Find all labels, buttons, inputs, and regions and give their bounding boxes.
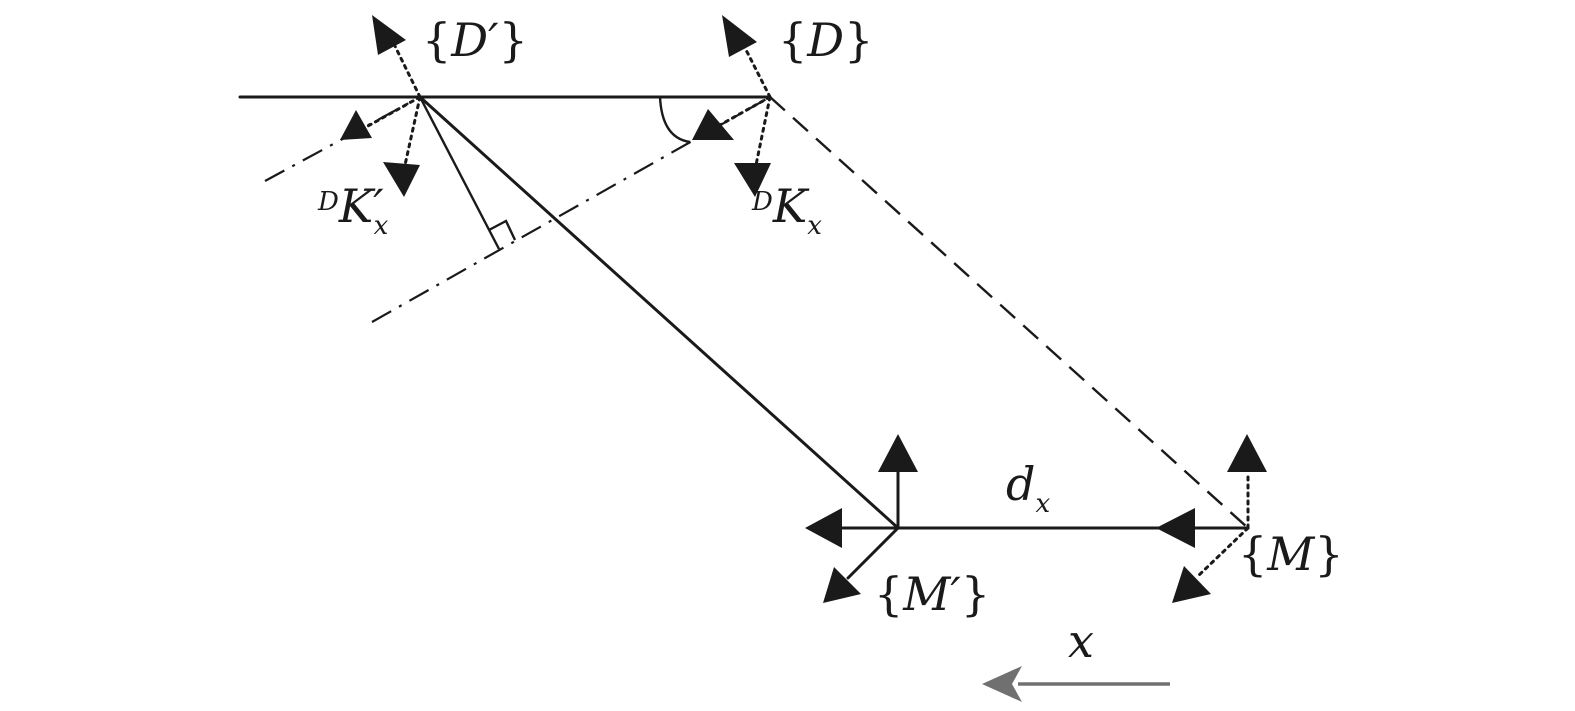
- frame-d-axes: [692, 15, 772, 197]
- arrowhead-icon: [372, 15, 406, 55]
- arrowhead-icon: [1172, 566, 1211, 603]
- label-distance-dx: dx: [1006, 457, 1050, 519]
- frame-mprime-axes: [805, 434, 918, 603]
- arrowhead-icon: [692, 109, 734, 140]
- label-frame-mprime: {M′}: [874, 567, 990, 621]
- arrowhead-icon: [982, 666, 1022, 702]
- perpendicular-segment: [418, 96, 501, 250]
- arrowhead-icon: [805, 508, 842, 548]
- arrowhead-icon: [734, 163, 771, 197]
- dashdot-line-lower: [371, 96, 771, 323]
- label-frame-d: {D}: [778, 13, 873, 67]
- right-angle-marker: [488, 219, 517, 241]
- frame-dprime-axes: [340, 15, 422, 197]
- arrowhead-icon: [878, 434, 918, 472]
- label-frame-m: {M}: [1238, 527, 1344, 581]
- label-frame-dprime: {D′}: [422, 13, 528, 67]
- label-vector-k: DKx: [751, 179, 822, 241]
- arrowhead-icon: [1227, 434, 1267, 472]
- frame-m-axes: [1156, 434, 1267, 603]
- label-direction-x: x: [1068, 614, 1094, 668]
- solid-diagonal-dprime-mprime: [418, 95, 900, 530]
- arrowhead-icon: [1156, 508, 1195, 548]
- dashed-diagonal-d-m: [769, 96, 1249, 529]
- arrowhead-icon: [722, 15, 757, 57]
- arrowhead-icon: [383, 162, 420, 197]
- arrowhead-icon: [823, 567, 861, 603]
- angle-arc: [658, 96, 691, 144]
- label-vector-kprime: DK′x: [317, 179, 389, 241]
- arrowhead-icon: [340, 110, 372, 140]
- x-direction-arrow: [982, 666, 1170, 702]
